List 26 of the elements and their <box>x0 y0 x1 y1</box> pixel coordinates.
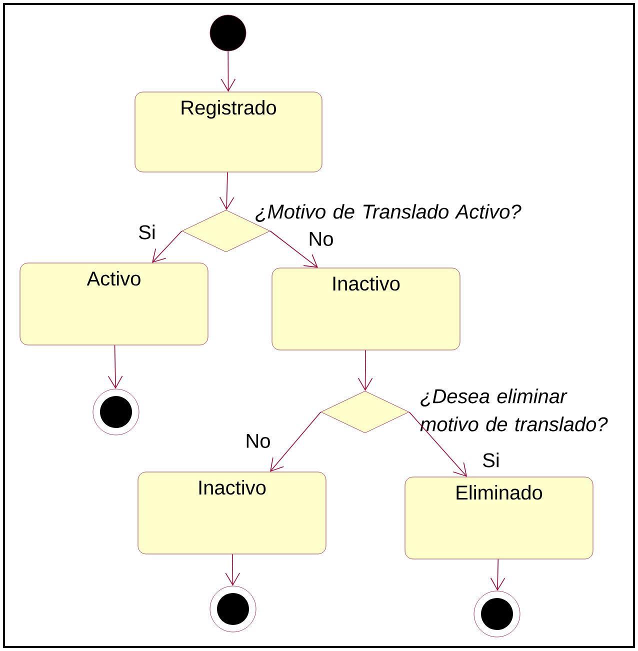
edge-label: Si <box>483 452 499 468</box>
state-box: Eliminado <box>404 476 594 560</box>
arrow <box>358 350 373 391</box>
edge-label: No <box>310 232 333 246</box>
arrow <box>225 554 240 586</box>
arrow <box>108 344 123 389</box>
question-text: ¿Desea eliminar motivo de translado? <box>420 388 608 432</box>
arrow <box>220 50 236 92</box>
edge-label: Si <box>139 224 155 240</box>
arrow <box>270 412 322 472</box>
start-node <box>210 14 246 52</box>
state-box: Inactivo <box>272 268 460 350</box>
end-node <box>474 590 520 638</box>
arrow <box>490 558 506 591</box>
decision-diamond <box>320 390 410 434</box>
arrow <box>219 172 234 210</box>
arrow <box>270 230 318 268</box>
arrow <box>408 412 467 477</box>
end-node <box>92 388 140 436</box>
state-box: Activo <box>20 262 208 346</box>
state-box: Registrado <box>134 92 322 172</box>
edge-label: No <box>246 434 270 448</box>
end-node <box>210 586 256 632</box>
question-text: ¿Motivo de Translado Activo? <box>256 204 522 222</box>
arrow <box>152 230 182 263</box>
state-box: Inactivo <box>138 472 326 554</box>
